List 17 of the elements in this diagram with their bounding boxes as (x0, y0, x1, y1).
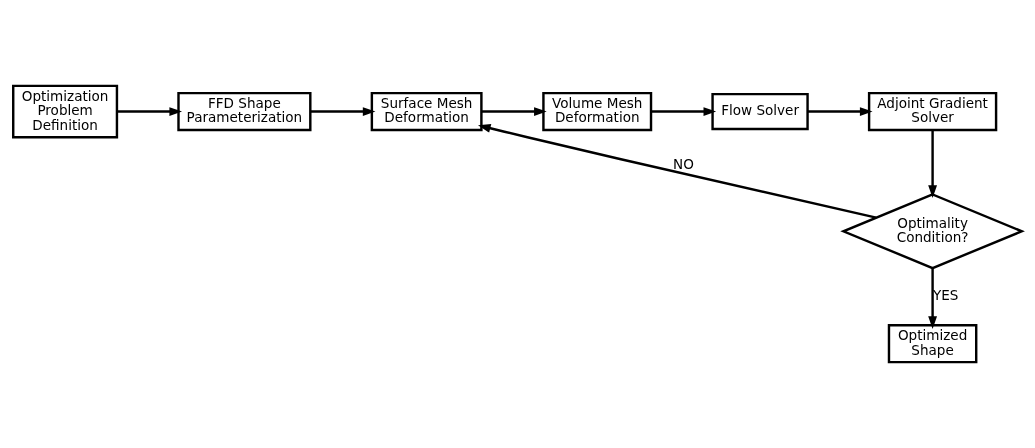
node-box: Optimization Problem Definition (12, 84, 119, 139)
arrow (928, 268, 937, 329)
arrow (651, 107, 717, 116)
node-box: Volume Mesh Deformation (542, 91, 653, 132)
arrow (310, 107, 376, 116)
node-box: FFD Shape Parameterization (177, 91, 312, 132)
arrow (928, 130, 937, 198)
arrow (481, 107, 547, 116)
node-diamond: Optimality Condition? (840, 193, 1025, 270)
node-box: Flow Solver (711, 92, 809, 131)
edge-label: NO (673, 156, 694, 173)
arrow (477, 124, 877, 219)
node-box: Adjoint Gradient Solver (867, 91, 998, 132)
arrow (807, 107, 873, 116)
node-box: Optimized Shape (887, 324, 978, 364)
node-box: Surface Mesh Deformation (370, 91, 483, 132)
arrow (117, 107, 183, 116)
